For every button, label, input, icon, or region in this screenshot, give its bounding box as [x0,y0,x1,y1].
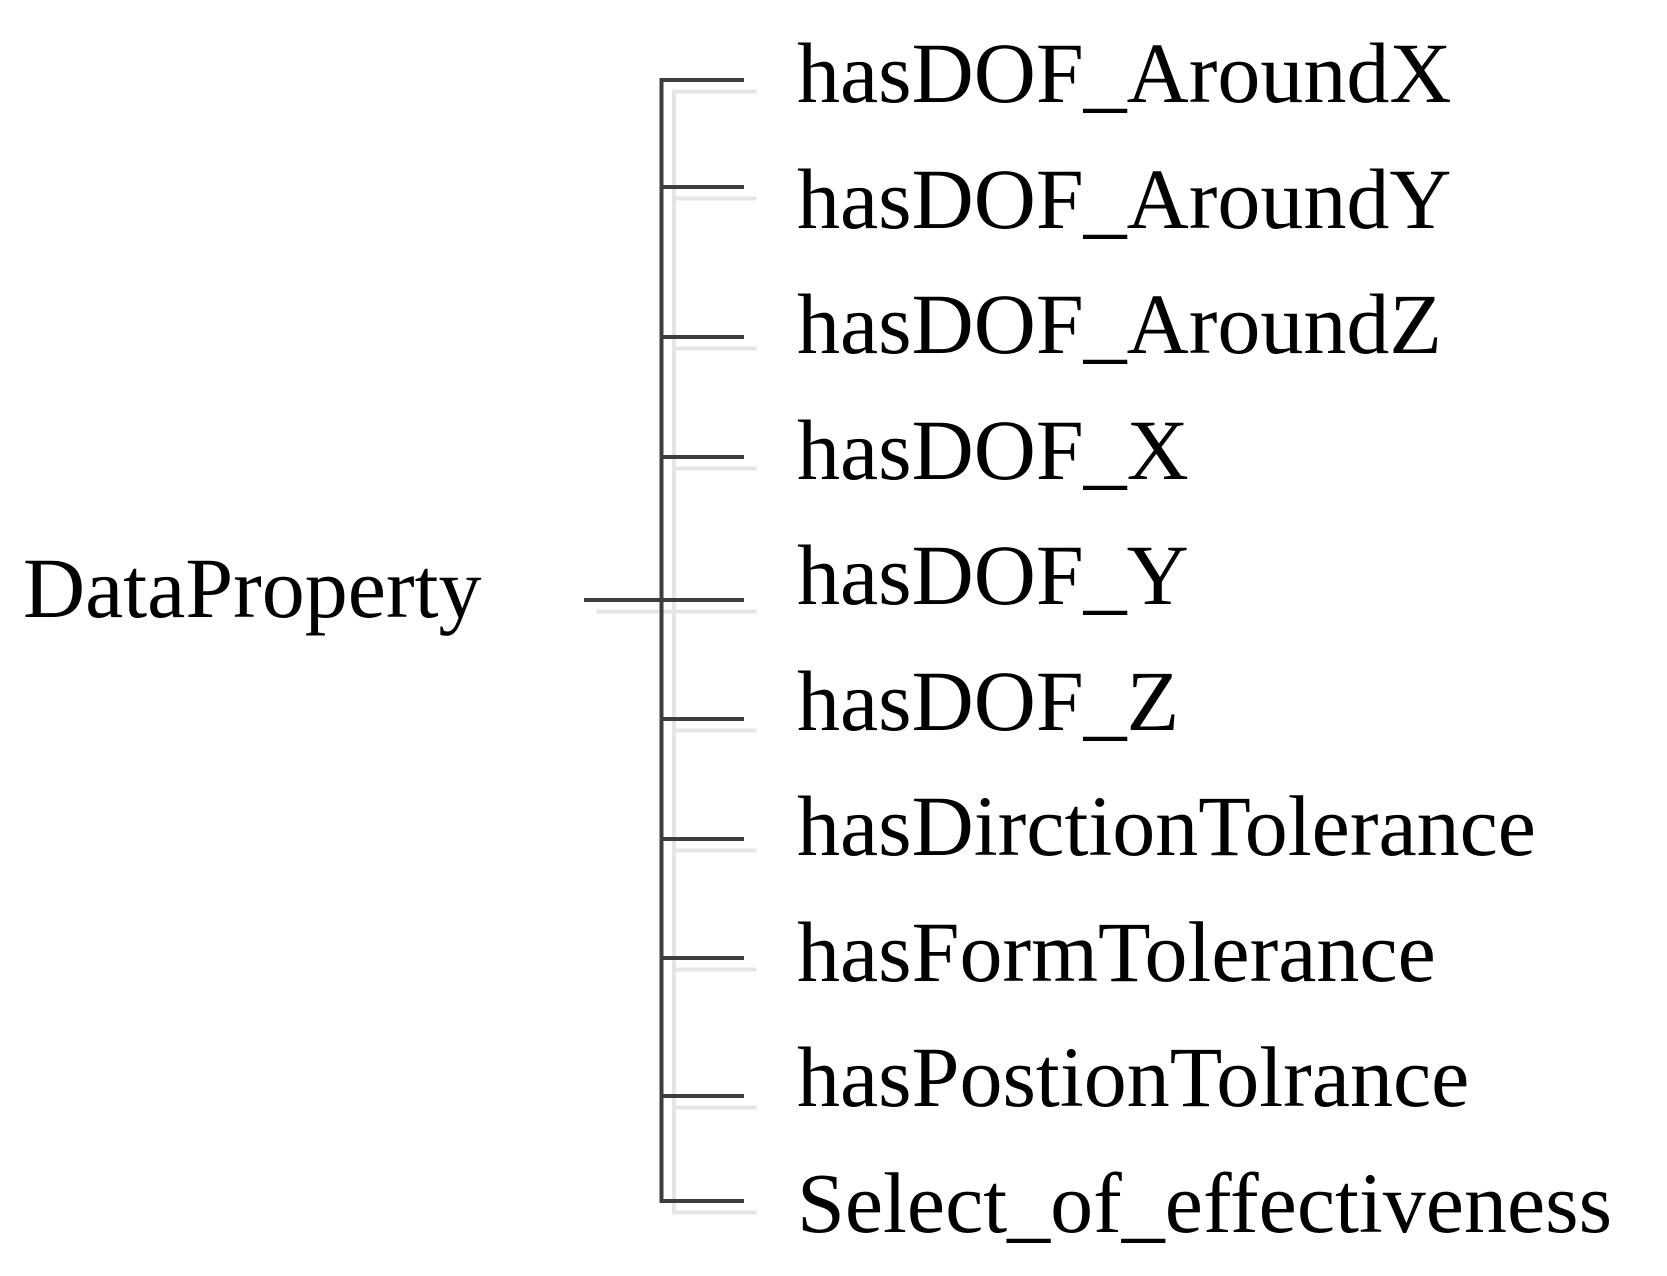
tree-node-label: hasDOF_AroundY [797,151,1452,247]
tree-node-label: hasDOF_AroundX [797,25,1452,121]
root-node-label: DataProperty [23,540,482,636]
tree-shadow-lines [594,89,759,1215]
tree-node-label: hasDOF_Z [797,653,1180,749]
tree-node-label: hasPostionTolrance [797,1029,1470,1125]
tree-main-lines [582,78,746,1203]
tree-node-label: hasDirctionTolerance [797,778,1536,874]
tree-node-label: hasFormTolerance [797,904,1436,1000]
tree-node-label: Select_of_effectiveness [797,1155,1613,1251]
tree-node-label: hasDOF_AroundZ [797,276,1442,372]
tree-node-label: hasDOF_X [797,402,1189,498]
tree-node-label: hasDOF_Y [797,527,1189,623]
